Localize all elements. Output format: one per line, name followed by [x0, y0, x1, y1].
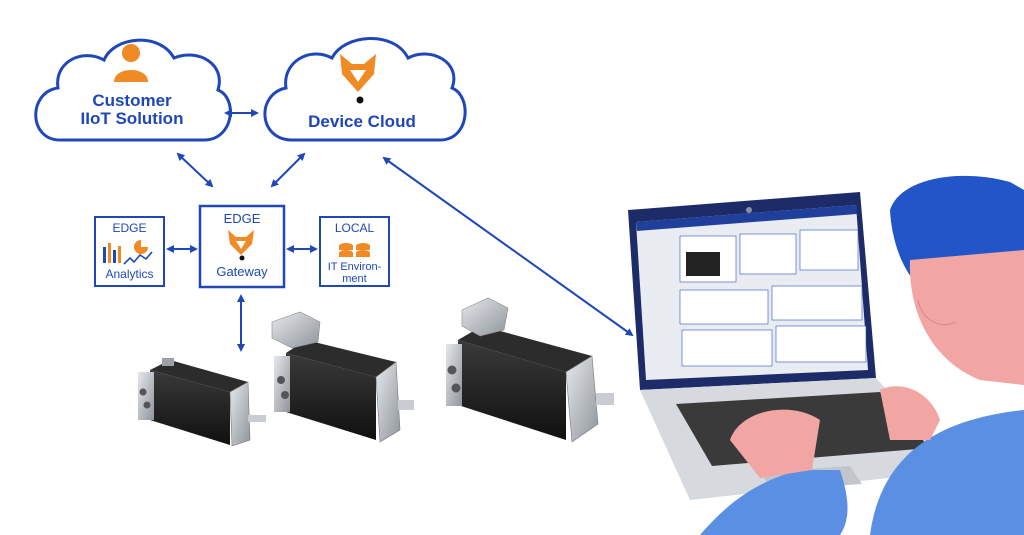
fox-logo-icon	[228, 230, 254, 261]
fox-logo-icon	[340, 54, 376, 104]
local-it-box	[319, 216, 390, 287]
analytics-chart-icon	[103, 240, 153, 265]
edge-gateway-box	[198, 204, 286, 289]
local-it-top-label: LOCAL	[334, 221, 375, 235]
connection-arrows	[166, 109, 634, 352]
local-it-line3: ment	[342, 273, 367, 286]
servo-motor-large	[446, 297, 614, 443]
database-stack-icon	[339, 243, 370, 257]
servo-motor-medium	[271, 311, 414, 443]
edge-analytics-box	[94, 216, 165, 287]
customer-cloud-line2: IIoT Solution	[80, 108, 184, 128]
customer-cloud	[34, 38, 232, 142]
customer-cloud-line1: Customer	[92, 91, 172, 110]
local-it-line2: IT Environ-	[327, 261, 382, 273]
edge-analytics-bottom-label: Analytics	[105, 267, 154, 281]
edge-gateway-bottom-label: Gateway	[216, 264, 268, 279]
edge-analytics-top-label: EDGE	[112, 221, 147, 235]
local-it-bottom-label: IT Environ- ment	[320, 261, 389, 285]
device-cloud	[263, 37, 467, 142]
person-icon	[114, 44, 148, 82]
edge-gateway-top-label: EDGE	[223, 211, 261, 226]
servo-motor-small	[138, 358, 266, 447]
customer-cloud-label: Customer IIoT Solution	[62, 92, 202, 128]
device-cloud-label: Device Cloud	[308, 112, 416, 131]
person-at-laptop	[700, 175, 1024, 535]
